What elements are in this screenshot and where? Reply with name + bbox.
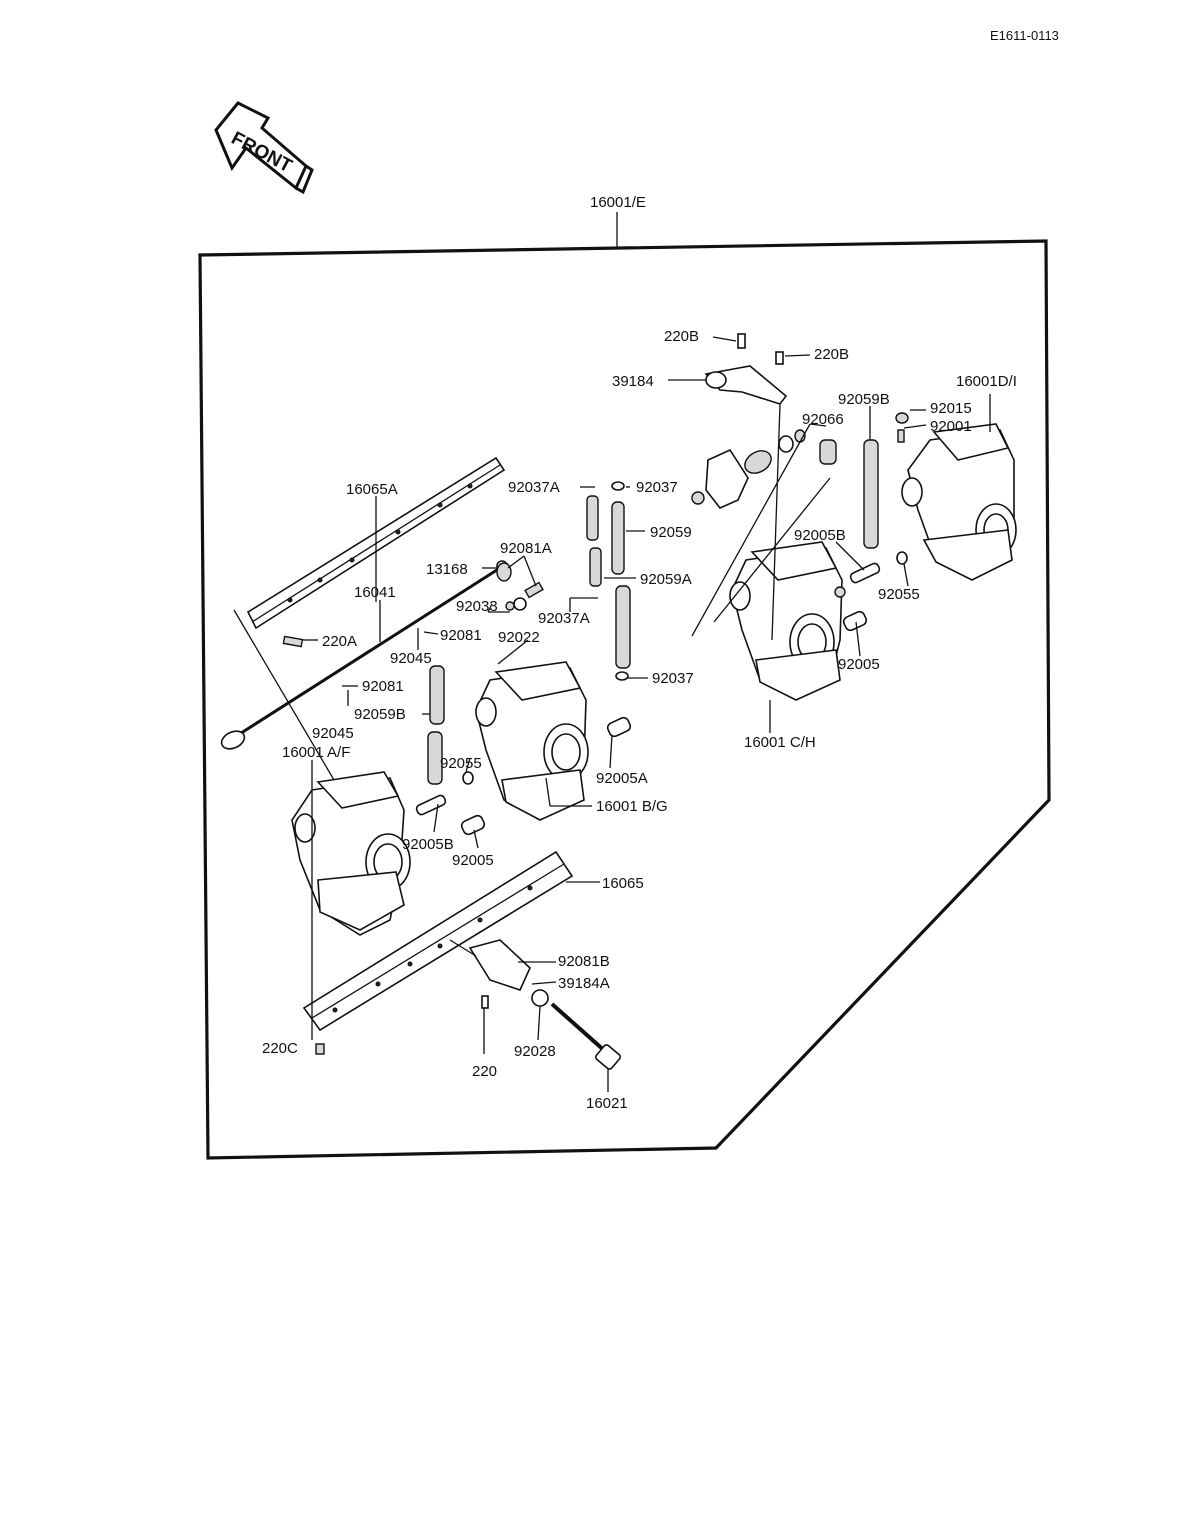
label-16001BG: 16001 B/G: [596, 798, 668, 815]
label-92045-mid: 92045: [390, 650, 432, 667]
document-code: E1611-0113: [990, 28, 1059, 43]
label-92081A: 92081A: [500, 540, 552, 557]
label-92005A: 92005A: [596, 770, 648, 787]
label-92001: 92001: [930, 418, 972, 435]
label-16001CH: 16001 C/H: [744, 734, 816, 751]
assembly-boundary: 16001/E: [198, 194, 1051, 1160]
label-92005-right: 92005: [838, 656, 880, 673]
label-92059B-right: 92059B: [838, 391, 890, 408]
label-92033: 92033: [456, 598, 498, 615]
carburetor-16001-CH: [729, 541, 843, 701]
label-220B-top: 220B: [664, 328, 699, 345]
label-16021: 16021: [586, 1095, 628, 1112]
label-92081B: 92081B: [558, 953, 610, 970]
carburetor-16001-BG: [475, 661, 589, 821]
label-16001DI: 16001D/I: [956, 373, 1017, 390]
label-13168: 13168: [426, 561, 468, 578]
throttle-lever: [691, 429, 806, 509]
label-92081-mid: 92081: [440, 627, 482, 644]
label-92037A-top: 92037A: [508, 479, 560, 496]
label-92005B-left: 92005B: [402, 836, 454, 853]
label-92055-right: 92055: [878, 586, 920, 603]
label-16065A: 16065A: [346, 481, 398, 498]
label-92081-low: 92081: [362, 678, 404, 695]
label-92005B-right: 92005B: [794, 527, 846, 544]
label-16041: 16041: [354, 584, 396, 601]
bracket-39184: [704, 365, 788, 405]
label-92059: 92059: [650, 524, 692, 541]
label-39184A: 39184A: [558, 975, 610, 992]
part-labels: 220B 220B 39184 92059B 16001D/I 92015 92…: [262, 328, 1017, 1112]
label-92045-low: 92045: [312, 725, 354, 742]
label-92015: 92015: [930, 400, 972, 417]
label-16001AF: 16001 A/F: [282, 744, 350, 761]
label-92005-left: 92005: [452, 852, 494, 869]
label-16065: 16065: [602, 875, 644, 892]
carburetor-16001-DI: [901, 423, 1017, 581]
small-parts: [282, 333, 909, 1070]
label-220A: 220A: [322, 633, 357, 650]
label-92055-left: 92055: [440, 755, 482, 772]
label-92037A-mid: 92037A: [538, 610, 590, 627]
bottom-rail-16065: [302, 850, 574, 1032]
leader-lines: [233, 336, 991, 1092]
label-39184: 39184: [612, 373, 654, 390]
label-92037-low: 92037: [652, 670, 694, 687]
label-92059A: 92059A: [640, 571, 692, 588]
label-92022: 92022: [498, 629, 540, 646]
front-arrow-icon: FRONT: [214, 101, 314, 195]
carburetor-16001-AF: [291, 771, 411, 936]
label-92059B-left: 92059B: [354, 706, 406, 723]
label-220C: 220C: [262, 1040, 298, 1057]
label-16001-E: 16001/E: [590, 194, 646, 211]
label-92037-top: 92037: [636, 479, 678, 496]
label-220B-right: 220B: [814, 346, 849, 363]
label-220: 220: [472, 1063, 497, 1080]
label-92028: 92028: [514, 1043, 556, 1060]
label-92066: 92066: [802, 411, 844, 428]
throttle-shaft-16041: [220, 560, 508, 750]
